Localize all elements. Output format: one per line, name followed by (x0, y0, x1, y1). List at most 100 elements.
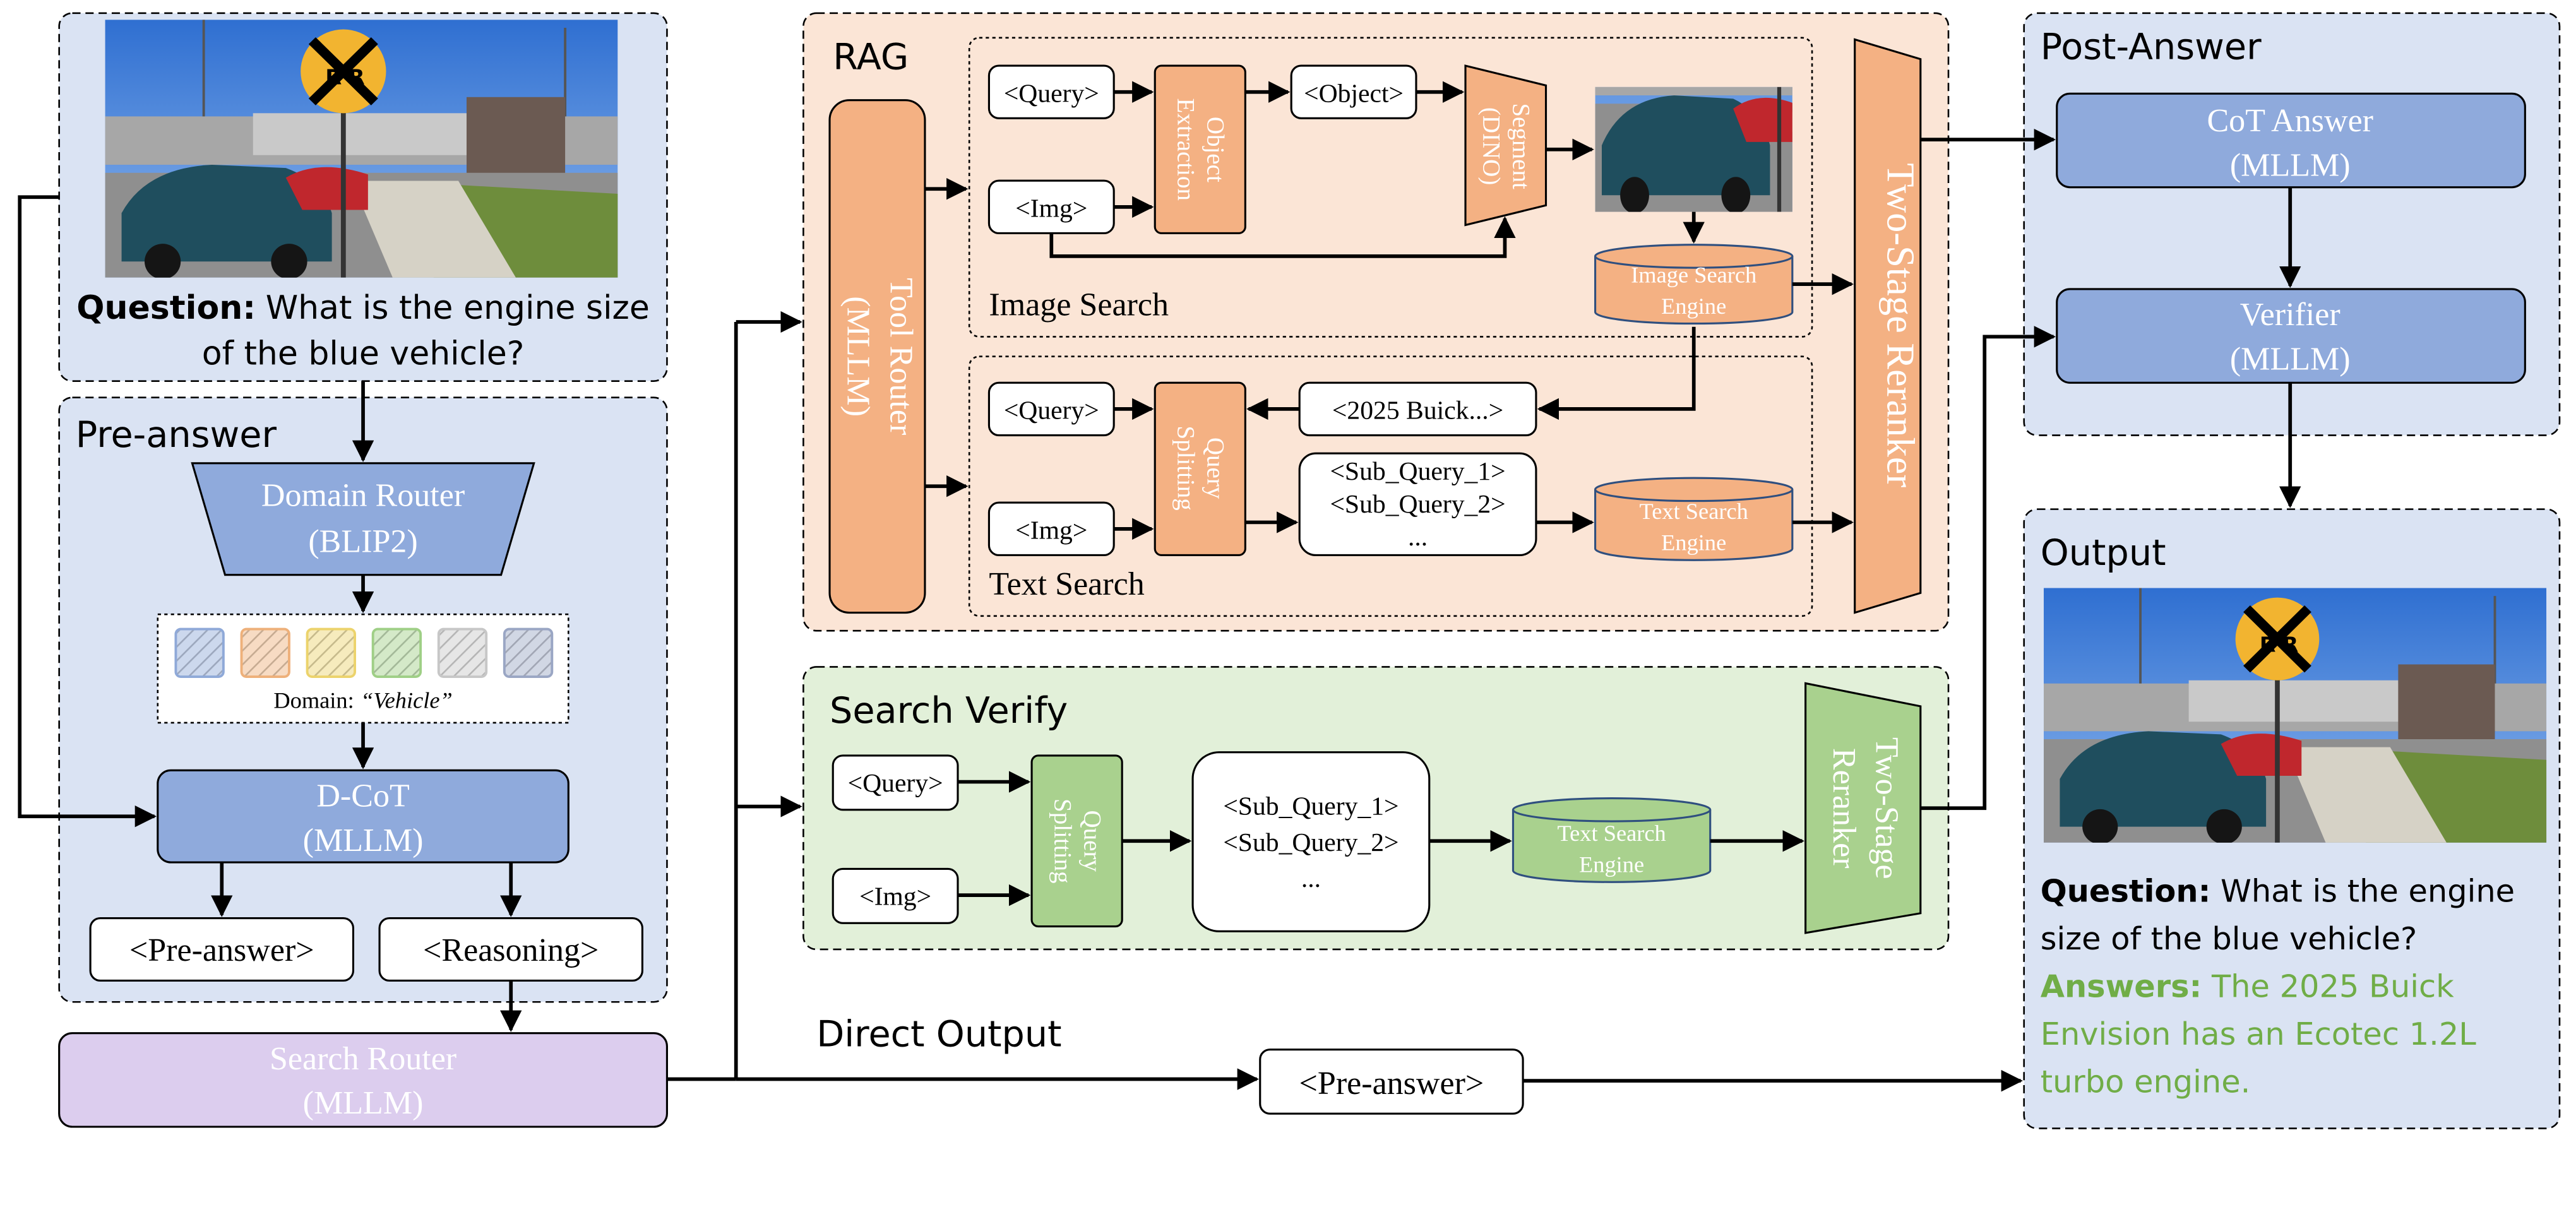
input-photo: R R (105, 20, 618, 279)
tool-router-line1: Tool Router (883, 278, 919, 435)
verify-query-splitting-line1: Query (1078, 810, 1106, 872)
rag-image-query: <Query> (1004, 79, 1099, 108)
rag-query-splitting-line1: Query (1202, 437, 1229, 499)
input-question-line1: Question: What is the engine size (76, 289, 650, 327)
tool-router-line2: (MLLM) (840, 296, 876, 417)
arrow-input-to-dcot (18, 195, 157, 828)
connectors (18, 81, 2301, 1092)
output-title: Output (2041, 532, 2166, 574)
domain-router-line1: Domain Router (261, 477, 465, 513)
direct-pre-answer-tag: <Pre-answer> (1299, 1066, 1484, 1102)
direct-output-label: Direct Output (816, 1014, 1061, 1055)
domain-value: “Vehicle” (361, 687, 453, 713)
image-search-region (968, 37, 1813, 338)
search-router-line2: (MLLM) (303, 1085, 424, 1121)
object-extraction-label: Object Extraction (1172, 98, 1229, 201)
verify-text-search-engine-line1: Text Search (1557, 821, 1666, 846)
domain-swatch-hatch-4 (371, 627, 422, 678)
pre-answer-tag: <Pre-answer> (129, 932, 314, 968)
rag-text-img: <Img> (1015, 516, 1087, 545)
segment-line1: Segment (1507, 103, 1534, 189)
output-answer-text1: The 2025 Buick (2211, 968, 2454, 1004)
domain-router-box (191, 462, 535, 576)
domain-router-line2: (BLIP2) (308, 523, 417, 559)
dcot-box (157, 769, 569, 864)
rag-reranker-box (1854, 38, 1922, 614)
sign-letter-left: R (325, 65, 342, 90)
segment-label: Segment (DINO) (1478, 103, 1535, 189)
output-answer-line1: Answers:The 2025 Buick (2041, 968, 2454, 1004)
cot-answer-line1: CoT Answer (2207, 103, 2373, 139)
verify-query-splitting-line2: Splitting (1049, 799, 1076, 883)
arrow-verify-to-verifier (1920, 326, 2056, 811)
rag-title: RAG (833, 36, 909, 78)
search-verify-title: Search Verify (830, 690, 1068, 732)
domain-label: Domain: (273, 687, 354, 713)
output-question-line2: size of the blue vehicle? (2041, 920, 2418, 957)
output-sign-letter-left: R (2260, 633, 2276, 657)
rag-image-img: <Img> (1015, 194, 1087, 223)
sign-letter-right: R (349, 65, 365, 90)
rag-subquery-2: <Sub_Query_2> (1330, 490, 1505, 519)
image-search-engine-line1: Image Search (1631, 263, 1756, 288)
retrieved-result: <2025 Buick...> (1332, 396, 1503, 425)
verify-subquery-2: <Sub_Query_2> (1223, 828, 1398, 857)
rag-subquery-ellipsis: ... (1408, 523, 1428, 552)
object-extraction-line1: Object (1202, 117, 1229, 182)
input-question-text1: What is the engine size (266, 289, 650, 327)
image-search-engine-cylinder (1594, 244, 1794, 325)
post-answer-title: Post-Answer (2041, 27, 2262, 68)
output-sign-letter-right: R (2282, 633, 2299, 657)
rag-subquery-1: <Sub_Query_1> (1330, 457, 1505, 486)
domain-swatch-hatch-5 (437, 627, 488, 678)
object-extraction-line2: Extraction (1172, 98, 1200, 201)
segment-line2: (DINO) (1478, 107, 1505, 186)
domain-label-line: Domain: “Vehicle” (273, 687, 452, 713)
verify-query-splitting-box (1030, 754, 1123, 928)
search-router-line1: Search Router (270, 1041, 456, 1077)
rag-query-splitting-box (1154, 381, 1246, 557)
rag-subqueries-box (1298, 452, 1537, 557)
verify-query-splitting-label: Query Splitting (1049, 799, 1106, 883)
domain-swatch-hatch-3 (306, 627, 356, 678)
verify-text-search-engine-cylinder (1512, 797, 1712, 883)
text-search-label: Text Search (989, 566, 1144, 602)
cot-answer-line2: (MLLM) (2230, 147, 2351, 183)
tool-router-label: Tool Router (MLLM) (840, 278, 919, 435)
object-extraction-box (1154, 64, 1246, 235)
image-search-engine-line2: Engine (1661, 294, 1726, 319)
pre-answer-tag-box (89, 917, 354, 982)
rag-text-search-engine-cylinder (1594, 477, 1794, 561)
domain-swatch-hatch-2 (240, 627, 290, 678)
output-answer-line2: Envision has an Ecotec 1.2L (2041, 1016, 2477, 1052)
verify-subquery-1: <Sub_Query_1> (1223, 792, 1398, 821)
reasoning-tag: <Reasoning> (423, 932, 599, 968)
pre-answer-title: Pre-answer (76, 414, 277, 456)
arrow-img-to-segment (1049, 216, 1516, 258)
output-question-label: Question: (2041, 873, 2211, 910)
output-question-text1: What is the engine (2221, 873, 2515, 910)
input-question-label: Question: (76, 289, 256, 327)
verify-reranker-box (1804, 682, 1922, 934)
arrow-image-engine-to-retrieved (1537, 326, 1696, 420)
rag-reranker-label: Two-Stage Reranker (1879, 163, 1923, 487)
verifier-line2: (MLLM) (2230, 341, 2351, 377)
verify-img: <Img> (859, 882, 931, 912)
rag-query-splitting-label: Query Splitting (1172, 425, 1229, 510)
dcot-line2: (MLLM) (303, 823, 424, 858)
output-answer-label: Answers: (2041, 968, 2202, 1004)
rag-query-splitting-line2: Splitting (1172, 425, 1200, 510)
verifier-line1: Verifier (2240, 297, 2340, 333)
domain-options-box (157, 613, 569, 724)
text-search-region (968, 355, 1813, 617)
verify-query: <Query> (848, 769, 943, 798)
verify-text-search-engine-line2: Engine (1579, 852, 1644, 877)
rag-text-search-engine-line1: Text Search (1640, 499, 1748, 524)
input-question-line2: of the blue vehicle? (202, 335, 525, 373)
tool-router-box (828, 99, 926, 614)
rag-text-search-engine-line2: Engine (1661, 530, 1726, 556)
image-search-label: Image Search (989, 287, 1169, 323)
verify-subquery-ellipsis: ... (1301, 864, 1321, 893)
